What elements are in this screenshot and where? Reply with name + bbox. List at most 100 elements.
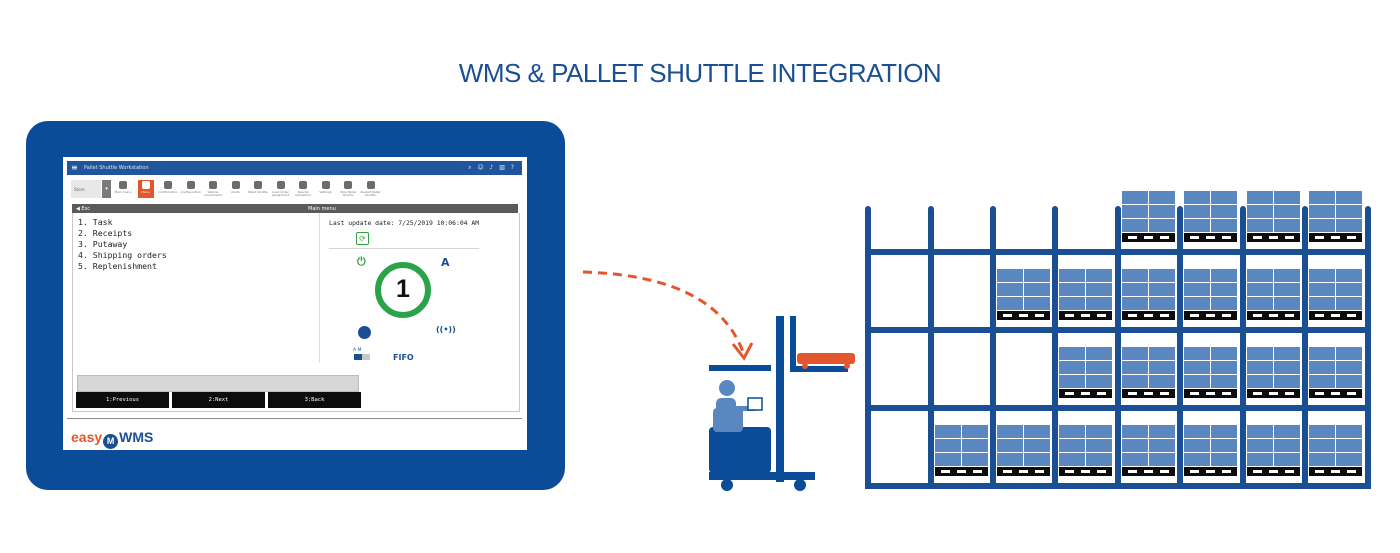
fifo-label: FIFO (393, 353, 414, 362)
box (1274, 453, 1300, 466)
hamburger-menu-icon[interactable]: ≡ (71, 163, 78, 172)
box (1309, 219, 1335, 232)
menu-item[interactable]: 1. Task (78, 217, 113, 227)
back-button[interactable]: ◀ Esc (76, 206, 90, 212)
box (1336, 375, 1362, 388)
gear-icon[interactable] (358, 326, 371, 339)
refresh-icon[interactable]: ⟳ (356, 232, 369, 245)
toolbar-button[interactable]: Load Order assignment (272, 180, 289, 198)
power-icon[interactable]: ⏻ (357, 255, 366, 268)
toolbar-button-label: Alerts (231, 190, 240, 194)
box (997, 453, 1023, 466)
rack-post (1240, 206, 1246, 488)
box (1309, 439, 1335, 452)
box (1149, 191, 1175, 204)
box (1247, 219, 1273, 232)
box (1211, 283, 1237, 296)
rack-post (1052, 206, 1058, 488)
shuttle-number: 1 (396, 275, 410, 303)
toolbar-button[interactable]: Stop Pallet Shuttle (340, 180, 356, 198)
box (1122, 219, 1148, 232)
box (1247, 269, 1273, 282)
box (1309, 375, 1335, 388)
rack-post (865, 206, 871, 488)
storage-rack (865, 191, 1371, 489)
auto-manual-toggle[interactable] (354, 354, 370, 360)
menu-bar-title: Main menu (308, 206, 336, 212)
command-input[interactable] (77, 375, 359, 392)
box (1122, 453, 1148, 466)
box (1309, 191, 1335, 204)
box (1149, 439, 1175, 452)
box (1122, 425, 1148, 438)
shuttle-icon (797, 353, 855, 369)
back-function-button[interactable]: 3:Back (268, 392, 361, 408)
toolbar-button[interactable]: Confirmation (158, 180, 178, 198)
store-select-label: Store (74, 187, 85, 192)
chevron-down-icon[interactable]: ▾ (102, 180, 111, 198)
toolbar-button[interactable]: Alerts (228, 180, 244, 198)
box (1247, 361, 1273, 374)
rack-post (928, 206, 934, 488)
shuttle-status-ring[interactable]: 1 (375, 262, 431, 318)
menu-item[interactable]: 5. Replenishment (78, 261, 157, 271)
box (935, 453, 961, 466)
toolbar-button[interactable]: Special operations (295, 180, 311, 198)
box (1122, 191, 1148, 204)
tablet-screen: ≡ Pallet Shuttle Workstation ⌕ ☺ ♪ ▥ ? S… (63, 157, 527, 450)
box (935, 439, 961, 452)
box (1086, 453, 1112, 466)
box (1309, 453, 1335, 466)
toolbar-button[interactable]: Settings (318, 180, 334, 198)
menu-item[interactable]: 2. Receipts (78, 228, 133, 238)
box (1149, 219, 1175, 232)
toolbar-icon (231, 181, 240, 189)
store-select[interactable]: Store (71, 180, 101, 198)
previous-button[interactable]: 1:Previous (76, 392, 169, 408)
toolbar-button[interactable]: Menu (137, 180, 154, 198)
box (1086, 425, 1112, 438)
signal-icon[interactable]: ((•)) (436, 325, 456, 334)
box (1247, 297, 1273, 310)
box (1059, 425, 1085, 438)
box (1336, 347, 1362, 360)
box (1122, 439, 1148, 452)
box (1247, 347, 1273, 360)
box (1024, 453, 1050, 466)
toolbar-button-label: Restart Pallet Shuttle (360, 190, 381, 197)
box (935, 425, 961, 438)
next-button[interactable]: 2:Next (172, 392, 265, 408)
box (1274, 361, 1300, 374)
box (997, 425, 1023, 438)
box (1059, 375, 1085, 388)
toolbar-icon (344, 181, 352, 189)
rack-post (1115, 206, 1121, 488)
menu-item[interactable]: 3. Putaway (78, 239, 128, 249)
box (1184, 283, 1210, 296)
toolbar-icon (254, 181, 262, 189)
box (1274, 205, 1300, 218)
box (1024, 425, 1050, 438)
box (1086, 439, 1112, 452)
arrow-head-icon (731, 342, 754, 361)
toolbar-button[interactable]: Configuration (181, 180, 201, 198)
box (1336, 269, 1362, 282)
box (1211, 439, 1237, 452)
box (1247, 439, 1273, 452)
box (1184, 453, 1210, 466)
toolbar-button[interactable]: Pallet Shuttle (248, 180, 268, 198)
box (1184, 347, 1210, 360)
rack-post (1177, 206, 1183, 488)
box (1211, 191, 1237, 204)
box (1247, 191, 1273, 204)
box (1336, 283, 1362, 296)
menu-item[interactable]: 4. Shipping orders (78, 250, 167, 260)
toolbar-button[interactable]: Restart Pallet Shuttle (360, 180, 381, 198)
toolbar-button[interactable]: Main menu (115, 180, 131, 198)
toolbar-button[interactable]: Vehicle movements (204, 180, 222, 198)
toolbar-button-label: Special operations (295, 190, 311, 197)
box (1059, 439, 1085, 452)
header-icons[interactable]: ⌕ ☺ ♪ ▥ ? (468, 164, 516, 171)
